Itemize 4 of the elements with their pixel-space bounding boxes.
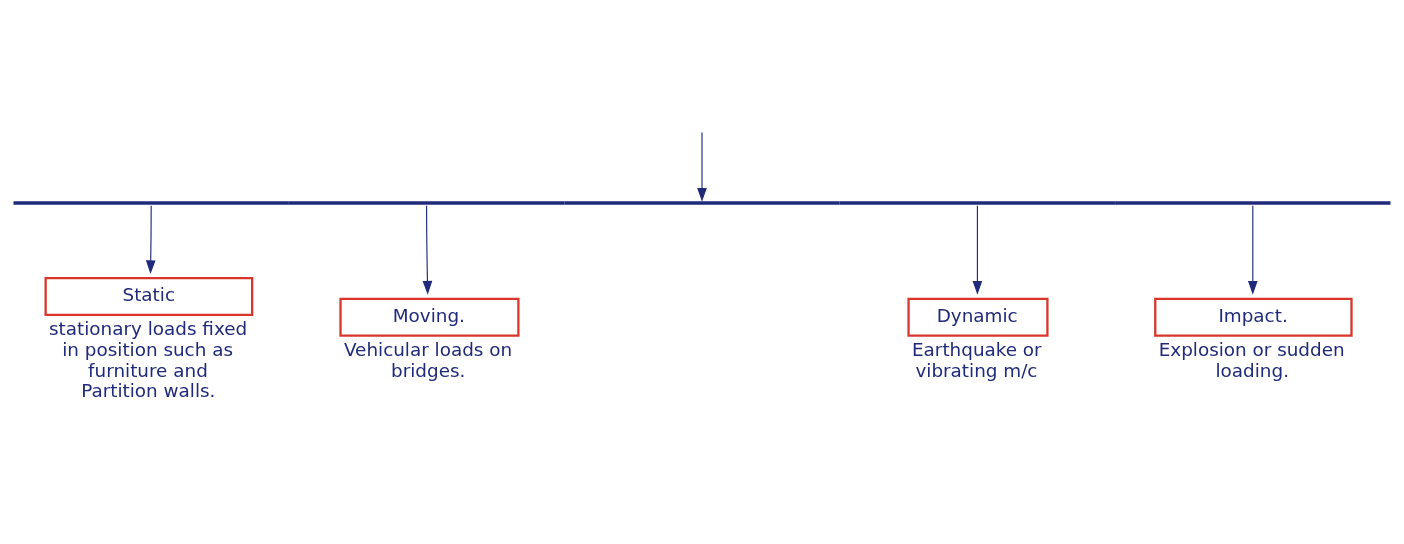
node-label: stationary loads fixed in position such as furniture and Partition walls.	[49, 318, 248, 402]
node-label: Explosion or sudden loading.	[1158, 338, 1345, 381]
node-label: Earthquake or vibrating m/c	[912, 338, 1042, 381]
node-label: Vehicular loads on bridges.	[343, 338, 513, 381]
